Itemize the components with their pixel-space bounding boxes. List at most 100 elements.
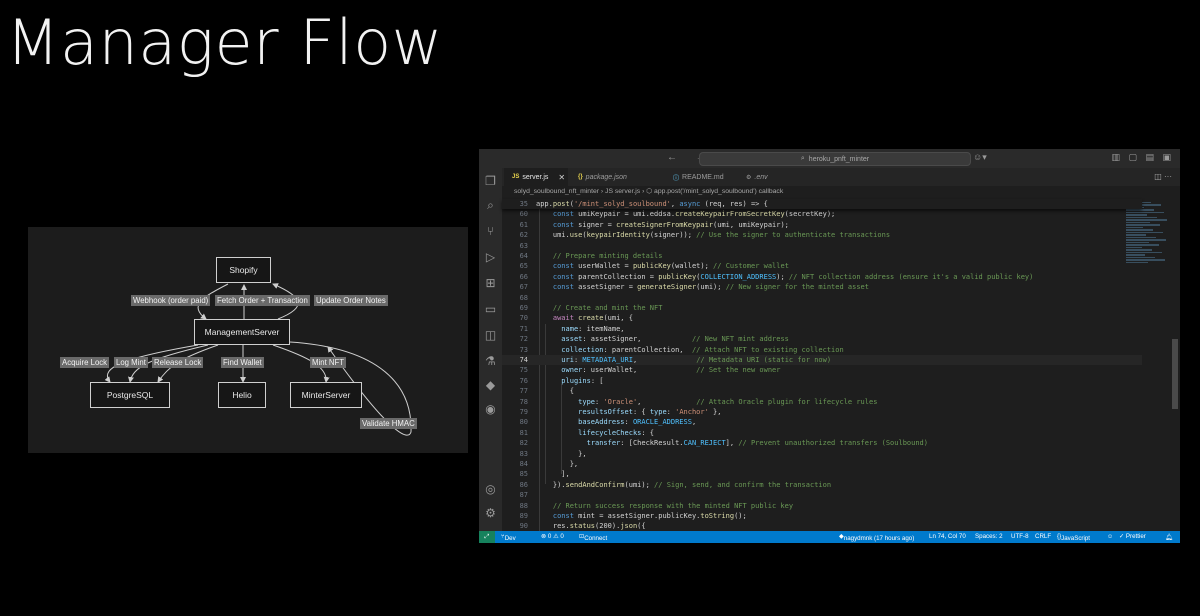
search-icon: ⌕ [800,155,805,162]
tab-env[interactable]: ⚙ .env [738,168,788,186]
code-line[interactable]: 78 type: 'Oracle', // Attach Oracle plug… [519,397,878,406]
code-line[interactable]: 77 { [519,387,574,396]
node-postgresql: PostgreSQL [90,382,170,408]
connect-status[interactable]: ⊡ Connect [579,533,608,542]
copilot-icon[interactable]: ☺▾ [973,152,987,162]
edge-label-acquire-lock: Acquire Lock [60,357,110,368]
indent-status[interactable]: Spaces: 2 [975,533,1003,540]
edge-label-release-lock: Release Lock [152,357,204,368]
info-icon: ⓘ [673,175,680,182]
code-line[interactable]: 62 umi.use(keypairIdentity(signer)); // … [519,231,891,240]
remote-icon[interactable]: ⤢ [479,531,495,543]
gear-icon[interactable]: ⚙ [485,506,496,520]
edge-label-update: Update Order Notes [314,295,388,306]
code-line[interactable]: 86 }).sendAndConfirm(umi); // Sign, send… [519,480,832,489]
python-icon[interactable]: ◆ [485,378,496,392]
code-line[interactable]: 83 }, [519,449,587,458]
node-minter-server: MinterServer [290,382,362,408]
code-line[interactable]: 67 const assetSigner = generateSigner(um… [519,283,869,292]
language-mode[interactable]: {} JavaScript [1057,533,1091,542]
code-line[interactable]: 82 transfer: [CheckResult.CAN_REJECT], /… [519,439,928,448]
activity-bar: ❐ ⌕ ⑂ ▷ ⊞ ▭ ◫ ⚗ ◆ ◉ ◎ ⚙ [479,168,502,531]
copilot-status-icon[interactable]: ☺ [1107,533,1114,540]
search-icon[interactable]: ⌕ [487,198,494,212]
tab-package-json[interactable]: {} package.json [570,168,648,186]
extensions-icon[interactable]: ⊞ [485,276,496,290]
code-line[interactable]: 84 }, [519,460,579,468]
code-line[interactable]: 71 name: itemName, [519,324,625,333]
breadcrumb[interactable]: solyd_soulbound_nft_minter › JS server.j… [514,188,784,195]
code-line[interactable]: 66 const parentCollection = publicKey(CO… [519,272,1034,281]
command-center-text: heroku_pnft_minter [808,155,870,163]
remote-explorer-icon[interactable]: ▭ [484,302,497,316]
flask-icon[interactable]: ⚗ [485,354,496,368]
code-line[interactable]: 79 resultsOffset: { type: 'Anchor' }, [519,408,722,416]
code-line[interactable]: 65 const userWallet = publicKey(wallet);… [519,262,789,271]
code-line[interactable]: 90 res.status(200).json({ [519,522,646,531]
code-line[interactable]: 73 collection: parentCollection, // Atta… [519,345,844,354]
tab-server-js[interactable]: JS server.js ✕ [504,168,568,186]
problems-status[interactable]: ⊗ 0 ⚠ 0 [541,533,564,540]
code-line[interactable]: 72 asset: assetSigner, // New NFT mint a… [519,335,789,344]
edge-label-fetch: Fetch Order + Transaction [215,295,310,306]
minimap[interactable] [1126,199,1168,279]
split-editor-icon[interactable]: ◫ ··· [1154,172,1172,181]
node-management-server: ManagementServer [194,319,290,345]
edge-label-find-wallet: Find Wallet [221,357,264,368]
tab-label: README.md [682,173,724,181]
branch-status[interactable]: ⑂ Dev [501,533,516,542]
close-icon[interactable]: ✕ [558,172,566,182]
layout-controls-icon[interactable]: ▥ ▢ ▤ ▣ [1111,152,1174,162]
code-line[interactable]: 88 // Return success response with the m… [519,501,794,510]
code-line[interactable]: 76 plugins: [ [519,376,604,385]
code-line[interactable]: 63 [519,241,528,250]
source-control-icon[interactable]: ⑂ [486,224,495,238]
code-line[interactable]: 70 await create(umi, { [519,314,633,323]
cursor-position[interactable]: Ln 74, Col 70 [929,533,966,540]
eol-status[interactable]: CRLF [1035,533,1052,540]
status-bar: ⤢ ⑂ Dev ⊗ 0 ⚠ 0 ⊡ Connect ◆ nagydmnk (17… [479,531,1180,543]
prettier-status[interactable]: ✓ Prettier [1119,533,1146,540]
code-line[interactable]: 60 const umiKeypair = umi.eddsa.createKe… [519,210,836,219]
tab-readme[interactable]: ⓘ README.md [665,168,739,186]
tab-label: package.json [585,173,627,181]
edge-label-webhook: Webhook (order paid) [131,295,211,306]
code-line[interactable]: 61 const signer = createSignerFromKeypai… [519,220,789,229]
title-bar: ← → ⌕ heroku_pnft_minter ☺▾ ▥ ▢ ▤ ▣ [479,149,1180,168]
editor-scrollbar[interactable] [1172,339,1178,409]
account-icon[interactable]: ◎ [485,482,496,496]
encoding-status[interactable]: UTF-8 [1011,533,1029,540]
command-center-search[interactable]: ⌕ heroku_pnft_minter [699,152,971,166]
code-line[interactable]: 80 baseAddress: ORACLE_ADDRESS, [519,418,697,427]
git-blame-status[interactable]: ◆ nagydmnk (17 hours ago) [839,533,915,542]
tab-label: server.js [522,173,549,181]
edge-icon[interactable]: ◉ [485,402,496,416]
code-line[interactable]: 68 [519,293,528,302]
edge-label-validate-hmac: Validate HMAC [360,418,417,429]
tab-label: .env [754,173,768,181]
code-line[interactable]: 75 owner: userWallet, // Set the new own… [519,366,781,375]
code-line[interactable]: 64 // Prepare minting details [519,252,663,260]
code-line[interactable]: 87 [519,491,528,500]
code-line[interactable]: 74 uri: METADATA_URI, // Metadata URI (s… [502,355,1142,366]
code-line[interactable]: 81 lifecycleChecks: { [519,428,655,437]
code-line[interactable]: 89 const mint = assetSigner.publicKey.to… [519,512,747,520]
code-line[interactable]: 69 // Create and mint the NFT [519,304,663,312]
explorer-icon[interactable]: ❐ [485,174,496,188]
bell-icon[interactable]: 🔔︎ [1165,534,1173,541]
nav-arrows[interactable]: ← → [667,152,714,163]
js-file-icon: JS [512,174,520,180]
code-line[interactable]: 85 ], [519,470,570,479]
vscode-window: ← → ⌕ heroku_pnft_minter ☺▾ ▥ ▢ ▤ ▣ ❐ ⌕ … [479,149,1180,543]
json-file-icon: {} [578,174,583,180]
node-helio: Helio [218,382,266,408]
database-icon[interactable]: ◫ [484,328,497,342]
run-debug-icon[interactable]: ▷ [485,250,496,264]
slide-title: Manager Flow [6,6,443,79]
node-shopify: Shopify [216,257,271,283]
flow-diagram: Shopify ManagementServer PostgreSQL Heli… [28,227,468,453]
edge-label-log-mint: Log Mint [114,357,148,368]
edge-label-mint-nft: Mint NFT [310,357,347,368]
